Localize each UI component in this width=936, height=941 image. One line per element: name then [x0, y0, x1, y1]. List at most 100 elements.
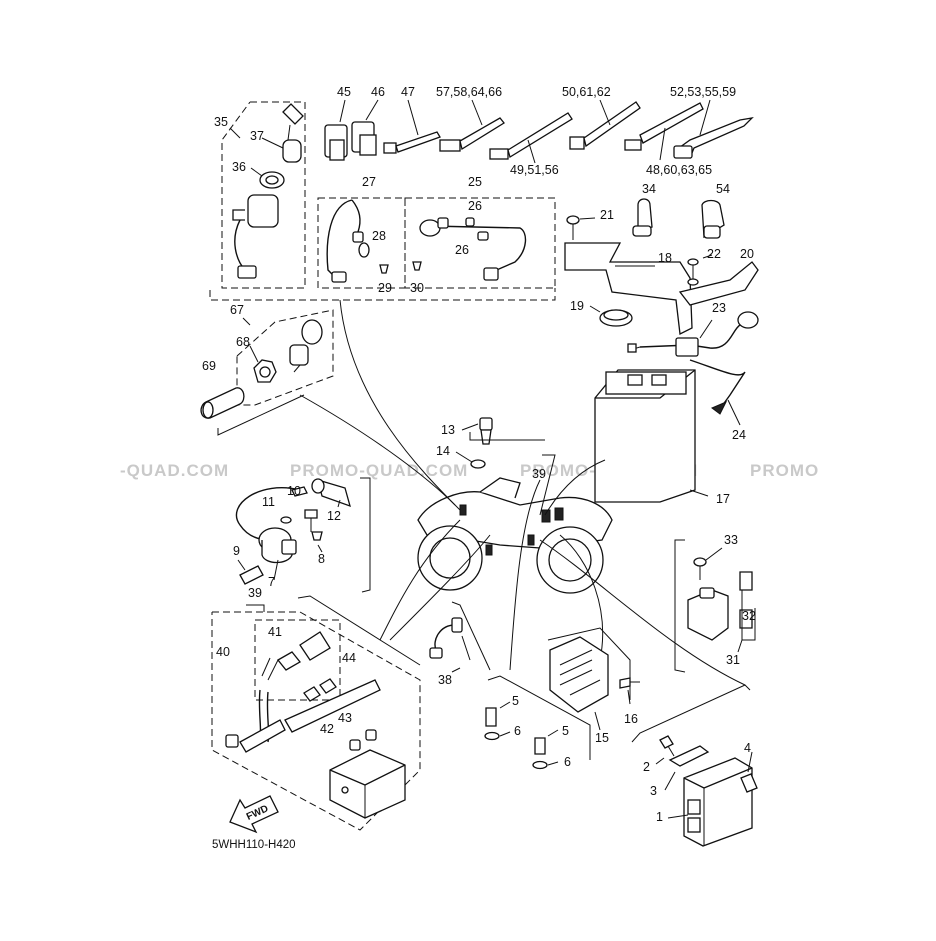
callout-26a: 26 [468, 199, 482, 213]
diagram-code: 5WHH110-H420 [212, 839, 296, 851]
callout-9: 9 [233, 544, 240, 558]
callout-22: 22 [707, 247, 721, 261]
battery-bracket-area [564, 198, 759, 503]
callout-12: 12 [327, 509, 341, 523]
sensor-38 [429, 601, 491, 673]
callout-39a: 39 [532, 467, 546, 481]
band-57 [439, 99, 505, 152]
callout-33: 33 [724, 533, 738, 547]
band-49 [489, 112, 573, 164]
callout-48: 48,60,63,65 [646, 163, 712, 177]
washer-11 [280, 516, 292, 524]
battery-17 [594, 369, 709, 503]
callout-36: 36 [232, 160, 246, 174]
callout-5b: 5 [562, 724, 569, 738]
callout-13: 13 [441, 423, 455, 437]
fwd-arrow: FWD [229, 795, 279, 834]
callout-28: 28 [372, 229, 386, 243]
coil-7 [258, 527, 297, 581]
callout-3: 3 [650, 784, 657, 798]
plug-cap-12 [311, 478, 351, 508]
cdi-group [631, 684, 758, 847]
band-48 [624, 102, 704, 161]
callout-35: 35 [214, 115, 228, 129]
wire-lead-group [209, 197, 556, 301]
main-switch-group [221, 101, 306, 289]
connector-4 [740, 751, 758, 793]
clip-54 [701, 199, 725, 239]
callout-52: 52,53,55,59 [670, 85, 736, 99]
callout-42: 42 [320, 722, 334, 736]
band-50 [569, 99, 641, 150]
ignition-coil-group [235, 477, 371, 593]
nut-36 [250, 167, 285, 189]
callout-47: 47 [401, 85, 415, 99]
callout-29: 29 [378, 281, 392, 295]
callout-41: 41 [268, 625, 282, 639]
callout-6b: 6 [564, 755, 571, 769]
watermark-text-4: PROMO [750, 461, 819, 480]
starter-relay-group [674, 539, 756, 673]
clip-52 [673, 99, 754, 159]
bracket-18 [564, 242, 693, 335]
callout-1: 1 [656, 810, 663, 824]
relay-45 [324, 99, 348, 161]
callout-27: 27 [362, 175, 376, 189]
leader-curves [299, 299, 746, 686]
callout-11: 11 [262, 495, 275, 509]
callout-4: 4 [744, 741, 751, 755]
bolt-21 [566, 215, 596, 240]
callout-39b: 39 [248, 586, 262, 600]
callout-19: 19 [570, 299, 584, 313]
callout-18: 18 [658, 251, 672, 265]
sleeve-9 [237, 559, 264, 585]
callout-46: 46 [371, 85, 385, 99]
rectifier-regulator [484, 627, 640, 770]
lead-10 [291, 486, 308, 497]
callout-20: 20 [740, 247, 754, 261]
bolt-22 [687, 254, 713, 286]
bolt-2 [655, 735, 675, 765]
callout-54: 54 [716, 182, 730, 196]
callout-40: 40 [216, 645, 230, 659]
battery-cable-23 [627, 311, 759, 357]
callout-15: 15 [595, 731, 609, 745]
callout-17: 17 [716, 492, 730, 506]
callout-26b: 26 [455, 243, 469, 257]
watermark-text-2: PROMO-QUAD.COM [290, 461, 468, 480]
callout-21: 21 [600, 208, 614, 222]
main-switch-body [232, 194, 279, 279]
wire-harness-group: FWD [211, 595, 421, 834]
callout-50: 50,61,62 [562, 85, 611, 99]
callout-57: 57,58,64,66 [436, 85, 502, 99]
callout-67: 67 [230, 303, 244, 317]
bolt-5a [484, 701, 511, 741]
bolt-33 [693, 547, 723, 580]
callout-37: 37 [250, 129, 264, 143]
callout-14: 14 [436, 444, 450, 458]
nut-68 [249, 345, 277, 383]
callout-6a: 6 [514, 724, 521, 738]
callout-16: 16 [624, 712, 638, 726]
callout-44: 44 [342, 651, 356, 665]
callout-23: 23 [712, 301, 726, 315]
relay-46 [351, 99, 379, 156]
callout-49: 49,51,56 [510, 163, 559, 177]
lead-25 [419, 217, 527, 281]
callout-38: 38 [438, 673, 452, 687]
callout-45: 45 [337, 85, 351, 99]
socket-cap [289, 319, 323, 373]
cushion-19 [589, 305, 633, 327]
callout-8: 8 [318, 552, 325, 566]
key-37 [261, 103, 304, 163]
atv-silhouette [417, 477, 613, 594]
plate-20 [678, 261, 759, 306]
battery-cable-24 [689, 359, 746, 426]
callout-5a: 5 [512, 694, 519, 708]
callout-32: 32 [742, 609, 756, 623]
callout-2: 2 [643, 760, 650, 774]
callout-25: 25 [468, 175, 482, 189]
callout-24: 24 [732, 428, 746, 442]
